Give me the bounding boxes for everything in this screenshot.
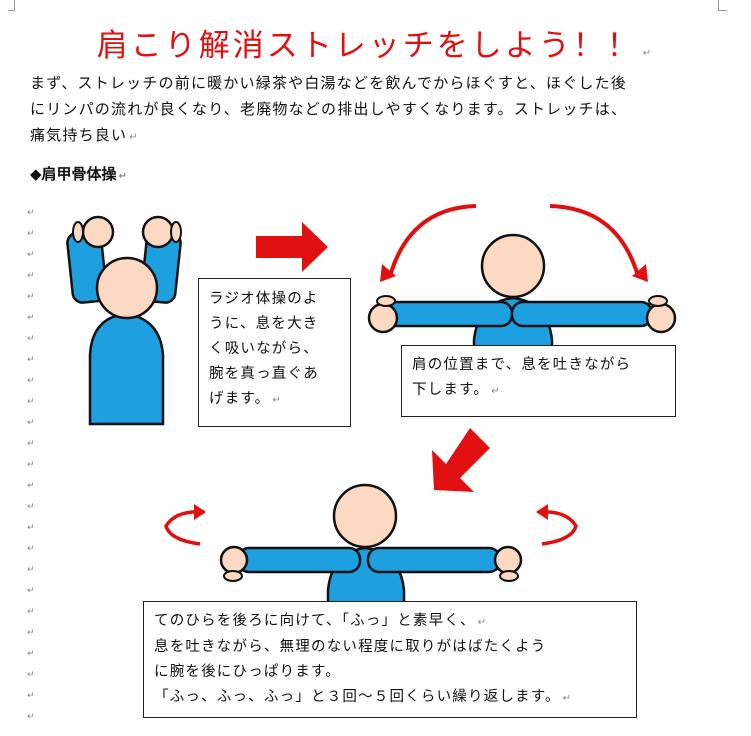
intro-line: 痛気持ち良い↵ <box>30 126 139 144</box>
step-2-line: 肩の位置まで、息を吐きながら <box>412 357 632 373</box>
paragraph-mark: ↵ <box>27 439 35 449</box>
step-2-line: 下します。↵ <box>412 382 501 398</box>
curved-arrow-icon <box>536 504 578 546</box>
paragraph-mark: ↵ <box>27 649 35 659</box>
curved-arrow-icon <box>164 504 206 546</box>
step-3-line: 息を吐きながら、無理のない程度に取りがはばたくよう <box>154 639 547 655</box>
intro-line: まず、ストレッチの前に暖かい緑茶や白湯などを飲んでからほぐすと、ほぐした後 <box>30 74 628 92</box>
left-arm-side <box>382 300 514 328</box>
paragraph-mark: ↵ <box>27 292 35 302</box>
paragraph-mark: ↵ <box>27 586 35 596</box>
paragraph-mark: ↵ <box>27 208 35 218</box>
head <box>480 233 546 299</box>
paragraph-mark: ↵ <box>27 313 35 323</box>
intro-paragraph: まず、ストレッチの前に暖かい緑茶や白湯などを飲んでからほぐすと、ほぐした後 にリ… <box>30 70 720 151</box>
right-arm-back <box>366 546 502 574</box>
paragraph-mark: ↵ <box>27 691 35 701</box>
paragraph-mark: ↵ <box>27 565 35 575</box>
arrow-down-left-icon <box>432 428 490 492</box>
right-arm-side <box>510 300 654 328</box>
paragraph-mark: ↵ <box>27 355 35 365</box>
torso <box>88 312 165 426</box>
step-3-textbox: てのひらを後ろに向けて、「ふっ」と素早く、↵ 息を吐きながら、無理のない程度に取… <box>143 601 637 718</box>
step-3-line: 「ふっ、ふっ、ふっ」と３回〜５回くらい繰り返します。↵ <box>154 689 573 705</box>
figure-arms-side <box>367 233 677 350</box>
paragraph-mark: ↵ <box>27 271 35 281</box>
head <box>332 483 398 549</box>
paragraph-mark: ↵ <box>27 418 35 428</box>
paragraph-mark: ↵ <box>27 229 35 239</box>
paragraph-mark: ↵ <box>27 670 35 680</box>
paragraph-mark: ↵ <box>27 334 35 344</box>
step-3-line: に腕を後にひっぱります。 <box>154 664 341 680</box>
document-title: 肩こり解消ストレッチをしよう！！↵ <box>96 28 655 64</box>
figure-arms-back <box>219 483 523 606</box>
page-corner-mark-right <box>718 0 727 11</box>
curved-arrow-icon <box>549 204 648 282</box>
paragraph-mark: ↵ <box>27 712 35 722</box>
paragraph-mark: ↵ <box>27 544 35 554</box>
paragraph-mark: ↵ <box>27 376 35 386</box>
paragraph-mark: ↵ <box>27 502 35 512</box>
curved-arrow-icon <box>380 204 477 282</box>
paragraph-mark: ↵ <box>27 397 35 407</box>
figure-arms-up <box>66 215 182 426</box>
paragraph-mark: ↵ <box>27 607 35 617</box>
step-1-line: 腕を真っ直ぐあ <box>209 366 319 382</box>
paragraph-mark: ↵ <box>27 628 35 638</box>
paragraph-mark: ↵ <box>27 460 35 470</box>
arrow-right-icon <box>256 222 328 272</box>
step-1-line: げます。↵ <box>209 391 282 407</box>
intro-line: にリンパの流れが良くなり、老廃物などの排出しやすくなります。ストレッチは、 <box>30 100 628 118</box>
step-3-line: てのひらを後ろに向けて、「ふっ」と素早く、↵ <box>154 613 488 629</box>
page-corner-mark-left <box>8 0 15 11</box>
paragraph-mark: ↵ <box>27 523 35 533</box>
head <box>95 256 159 320</box>
step-1-line: ラジオ体操のよ <box>209 291 319 307</box>
paragraph-mark: ↵ <box>27 250 35 260</box>
step-1-line: く吸いながら、 <box>209 341 319 357</box>
step-2-textbox: 肩の位置まで、息を吐きながら 下します。↵ <box>401 345 676 417</box>
step-1-textbox: ラジオ体操のよ うに、息を大き く吸いながら、 腕を真っ直ぐあ げます。↵ <box>198 278 351 427</box>
step-1-line: うに、息を大き <box>209 316 319 332</box>
left-arm-back <box>236 546 362 574</box>
section-heading: ◆肩甲骨体操↵ <box>30 165 127 183</box>
paragraph-marks-column: ↵ ↵ ↵ ↵ ↵ ↵ ↵ ↵ ↵ ↵ ↵ ↵ ↵ ↵ ↵ ↵ ↵ ↵ ↵ ↵ ↵ ↵ ↵ ↵ ↵ <box>27 203 39 728</box>
paragraph-mark: ↵ <box>27 481 35 491</box>
